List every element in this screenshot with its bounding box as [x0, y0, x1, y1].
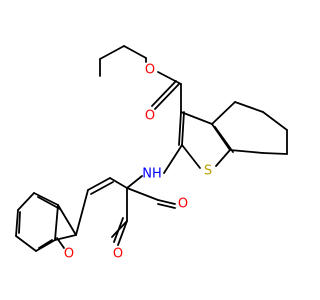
bond-16: [262, 111, 288, 131]
atom-o-ester-alkoxy: O: [145, 63, 155, 78]
bond-2: [99, 45, 125, 60]
bond-23: [157, 199, 176, 205]
atom-s-thiophene: S: [204, 164, 212, 179]
bond-6: [151, 80, 177, 107]
bond-28: [90, 181, 114, 195]
bond-14: [211, 101, 236, 125]
bond-5: [154, 83, 180, 110]
molecule-structure: O O NH S O O O: [15, 45, 288, 262]
bond-31: [117, 220, 128, 246]
bond-19: [229, 149, 264, 154]
bond-21: [163, 144, 183, 174]
bond-4: [157, 71, 182, 85]
bond-36: [17, 192, 35, 211]
bond-35: [33, 192, 59, 206]
bond-33: [75, 189, 89, 236]
atom-n-amide: NH: [142, 167, 162, 182]
bond-26: [109, 177, 128, 189]
bond-25: [126, 187, 159, 201]
molecule-canvas: O O NH S O O O: [15, 45, 288, 262]
bond-43: [38, 239, 53, 249]
bond-42: [18, 211, 21, 234]
bond-34: [57, 204, 77, 236]
bond-27: [87, 177, 111, 191]
bond-22: [126, 175, 143, 189]
bond-13: [181, 144, 201, 169]
bond-8: [178, 111, 182, 146]
bond-12: [215, 149, 231, 167]
atom-o-lactone-carbonyl: O: [113, 247, 123, 262]
bond-45: [54, 234, 77, 241]
bond-20: [214, 126, 234, 153]
atom-o-ring: O: [64, 247, 74, 262]
bond-41: [37, 196, 61, 210]
bond-39: [35, 239, 56, 252]
bond-0: [123, 45, 147, 59]
bond-40: [54, 204, 59, 241]
bond-10: [180, 111, 213, 125]
atom-label-layer: O O NH S O O O: [64, 63, 212, 262]
atom-o-ester-carbonyl: O: [145, 109, 155, 124]
bond-37: [15, 209, 19, 237]
bond-32: [113, 217, 124, 243]
bond-38: [15, 235, 37, 252]
bond-24: [157, 203, 176, 209]
bond-layer: [15, 45, 288, 252]
atom-o-amide-carbonyl: O: [178, 197, 188, 212]
bond-18: [262, 152, 288, 155]
bond-9: [181, 111, 185, 146]
bond-15: [234, 101, 264, 113]
